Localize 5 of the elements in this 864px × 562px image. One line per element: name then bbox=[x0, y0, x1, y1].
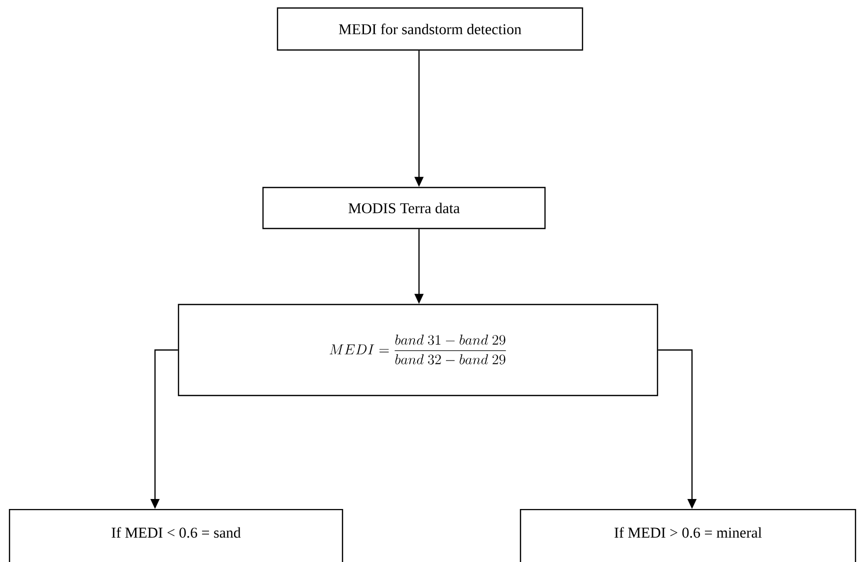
process-box: If MEDI > 0.6 = mineral bbox=[520, 508, 856, 562]
process-box: MEDI for sandstorm detection bbox=[276, 7, 584, 51]
process-box: If MEDI < 0.6 = sand bbox=[8, 508, 344, 562]
process-box: MODIS Terra data bbox=[262, 186, 546, 230]
process-box: $MEDI = \frac{band\ 31 - band\ 29}{band\ 32 - band\ 29}$ bbox=[178, 304, 658, 396]
